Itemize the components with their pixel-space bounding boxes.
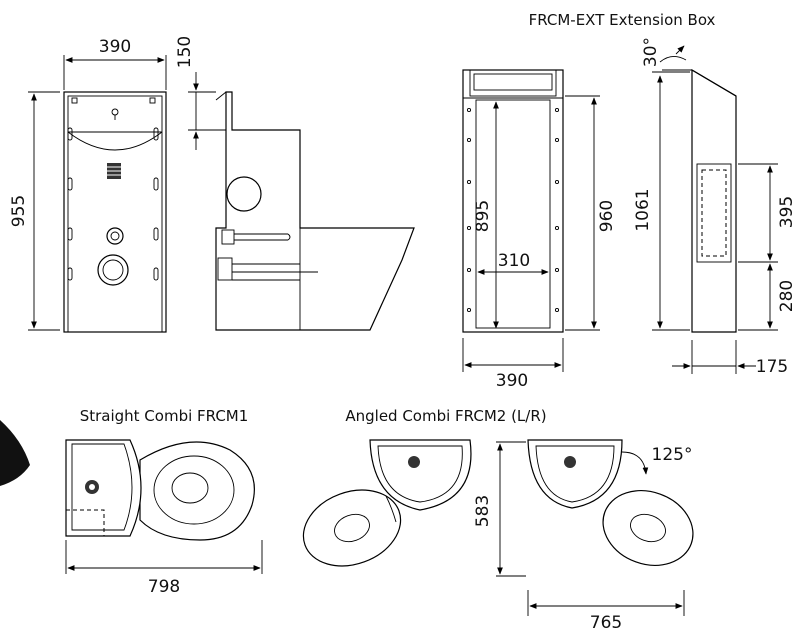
side-view: 150: [175, 36, 415, 331]
front-width-label: 390: [99, 37, 131, 57]
angled-drain-left-icon: [408, 456, 420, 468]
angled-length-label: 765: [590, 613, 622, 633]
angle-label: 30°: [641, 37, 661, 67]
extension-side-view: 30° 1061 395 280 175: [633, 37, 797, 377]
side-height-label: 1061: [633, 188, 653, 231]
angled-combi: Angled Combi FRCM2 (L/R) 125° 583 765: [302, 407, 694, 633]
ext-width-label: 390: [496, 371, 528, 391]
ext-inner-width-label: 310: [498, 251, 530, 271]
extension-box: FRCM-EXT Extension Box 895 310 960: [462, 11, 716, 391]
front-view: 390 955: [9, 37, 167, 333]
button-icon: [106, 227, 124, 245]
drain-icon: [107, 163, 121, 179]
panel-upper-label: 395: [777, 196, 797, 228]
angled-combi-title: Angled Combi FRCM2 (L/R): [345, 407, 546, 425]
depth-label: 175: [756, 357, 788, 377]
ext-outer-height-label: 960: [597, 200, 617, 232]
angled-drain-right-icon: [564, 456, 576, 468]
panel-lower-label: 280: [777, 280, 797, 312]
straight-combi-title: Straight Combi FRCM1: [80, 407, 249, 425]
front-height-label: 955: [9, 195, 29, 227]
straight-length-label: 798: [148, 577, 180, 597]
angled-depth-label: 583: [473, 495, 493, 527]
straight-combi: Straight Combi FRCM1 798: [65, 407, 263, 597]
extension-box-title: FRCM-EXT Extension Box: [529, 11, 716, 29]
angle-arrow-icon: [675, 45, 685, 55]
angled-rotation-label: 125°: [652, 445, 693, 465]
side-top-label: 150: [175, 36, 195, 68]
ext-height-label: 895: [473, 200, 493, 232]
cropped-object: [0, 420, 30, 486]
